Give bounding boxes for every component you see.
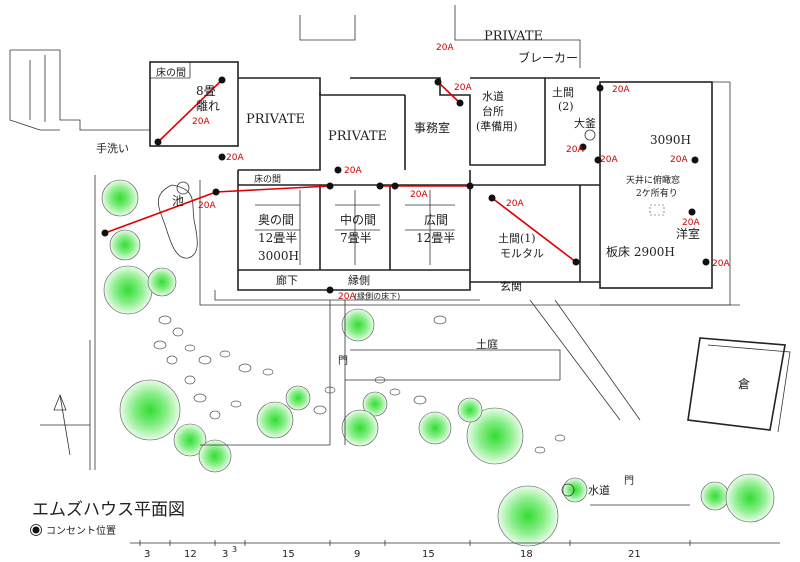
corridor-label: 廊下 [276,273,298,287]
outlet-label-11: 20A [600,155,618,165]
okama-label: 大釜 [574,116,596,130]
outlet-label-6: 20A [198,201,216,211]
outlet-label-9: 20A [612,85,630,95]
outlet-label-4: 20A [226,153,244,163]
outlet-label-13: 20A [682,218,700,228]
outlet-label-7: 20A [410,190,428,200]
outlet-legend-ring [30,524,42,536]
hiro-label: 広間 [424,213,448,227]
gate-label-2: 門 [624,475,634,487]
kitchen-label: 台所 [482,104,504,118]
handwash-label: 手洗い [96,141,129,155]
western-label: 洋室 [676,226,700,241]
oku-label: 奥の間 [258,213,294,227]
scale-label-2: 12 [184,549,197,560]
scale-label-3: 3 [222,549,228,560]
hanare-tokonoma-label: 床の間 [156,66,186,79]
skylight-note-label: 天井に俯瞰窓 [626,174,680,186]
private-mid-label: PRIVATE [328,129,387,144]
outlet-label-2: 20A [454,83,472,93]
hiro-size-label: 12畳半 [416,231,455,245]
pond-label: 池 [172,194,184,208]
scale-label-8: 18 [520,549,533,560]
outlet-legend-label: コンセント位置 [46,524,116,537]
tokonoma-label: 床の間 [254,173,281,185]
trees [101,179,775,547]
outlet-label-1: 20A [436,43,454,53]
kitchen-water-label: 水道 [482,89,504,103]
water-tap-label: 水道 [588,483,610,497]
doma2-label: 土間 [552,86,574,99]
private-left-label: PRIVATE [246,112,305,127]
genkan-label: 玄関 [500,279,522,293]
water-tap-icon [561,483,575,497]
outlet-label-14: 20A [712,259,730,269]
scale-label-1: 3 [144,549,150,560]
outlet-label-engawa: 20A [338,292,356,302]
outlet-label-10: 20A [566,145,584,155]
doniwa-label: 土庭 [476,337,498,351]
hanare-size-label: 8畳 [196,84,216,98]
western-height-top-label: 3090H [650,133,691,147]
gate-label-1: 門 [338,355,348,367]
doma2-num-label: (2) [558,100,574,113]
engawa-label: 縁側 [348,273,370,287]
office-label: 事務室 [414,120,450,135]
kura-label: 倉 [738,376,750,391]
outlet-markers [101,76,710,294]
doma1-mortar-label: モルタル [500,247,544,260]
scale-label-7: 15 [422,549,435,560]
outlet-legend-icon [32,526,40,534]
outlet-label-12: 20A [670,155,688,165]
scale-label-5: 15 [282,549,295,560]
doma1-label: 土間(1) [498,232,536,245]
engawa-underfloor-note: (縁側の床下) [354,291,400,301]
scale-label-9: 21 [628,549,641,560]
stepping-stones [153,315,566,454]
oku-height-label: 3000H [258,249,299,263]
breaker-label: ブレーカー [518,50,578,65]
outlet-label-8: 20A [506,199,524,209]
okama-icon [584,129,596,141]
skylight-mark [649,204,665,216]
scale-label-6: 9 [354,549,360,560]
scale-label-4: 3 [232,545,237,554]
western-floor-label: 板床 2900H [606,245,675,259]
skylight-count-label: 2ケ所有り [636,187,678,199]
private-top-label: PRIVATE [484,29,543,44]
naka-size-label: 7畳半 [340,231,372,245]
naka-label: 中の間 [340,212,376,227]
outlet-label-3: 20A [192,117,210,127]
page-title: エムズハウス平面図 [32,500,185,520]
building-walls [9,5,791,546]
kitchen-prep-label: (準備用) [476,119,518,133]
hanare-label: 離れ [196,99,220,113]
oku-size-label: 12畳半 [258,231,297,245]
outlet-label-5: 20A [344,166,362,176]
